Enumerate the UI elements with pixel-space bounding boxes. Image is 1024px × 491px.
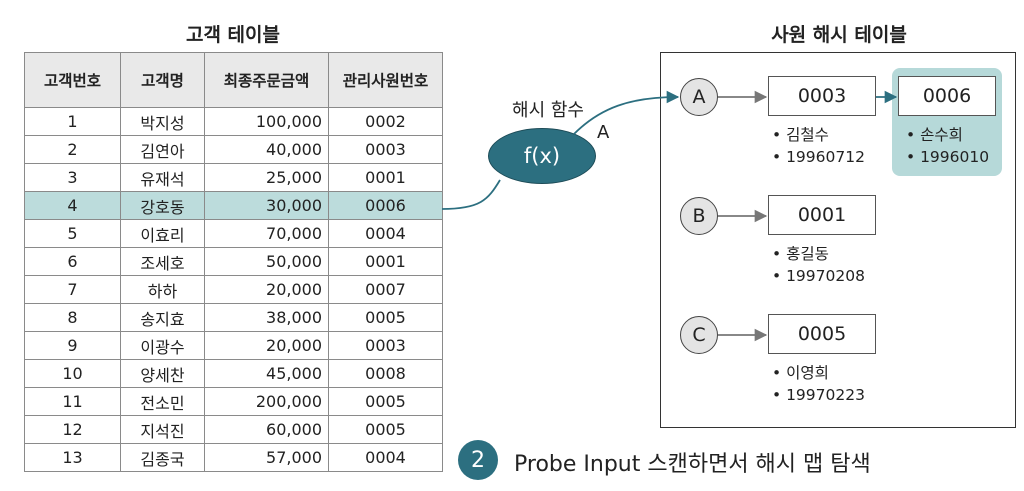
table-cell: 11 — [24, 387, 121, 416]
hash-function-label: 해시 함수 — [512, 100, 584, 121]
bucket-c: C — [680, 316, 718, 354]
table-cell: 200,000 — [204, 387, 329, 416]
table-cell: 유재석 — [120, 163, 205, 192]
table-cell: 0003 — [328, 331, 443, 360]
table-cell: 전소민 — [120, 387, 205, 416]
table-cell: 9 — [24, 331, 121, 360]
hash-to-bucket-arrow — [573, 90, 680, 135]
table-cell: 0004 — [328, 219, 443, 248]
employee-hash-table-title: 사원 해시 테이블 — [771, 24, 907, 46]
column-header: 최종주문금액 — [204, 52, 329, 108]
column-header: 관리사원번호 — [328, 52, 443, 108]
table-cell: 김연아 — [120, 135, 205, 164]
hash-output-label: A — [597, 122, 610, 143]
node-c-1-name: • 이영희 — [772, 364, 829, 382]
table-cell: 100,000 — [204, 107, 329, 136]
node-b-1-info: • 홍길동 • 19970208 — [772, 243, 865, 287]
node-c-1: 0005 — [768, 314, 876, 354]
node-a-2-name: • 손수희 — [906, 126, 963, 144]
node-c-1-info: • 이영희 • 19970223 — [772, 362, 865, 406]
table-cell: 0001 — [328, 247, 443, 276]
table-cell: 0007 — [328, 275, 443, 304]
node-a-1-name: • 김철수 — [772, 126, 829, 144]
step-number-badge: 2 — [458, 440, 498, 480]
table-cell: 10 — [24, 359, 121, 388]
table-cell: 0004 — [328, 443, 443, 472]
table-cell: 이광수 — [120, 331, 205, 360]
table-cell: 45,000 — [204, 359, 329, 388]
node-b-1-date: • 19970208 — [772, 267, 865, 285]
table-cell: 70,000 — [204, 219, 329, 248]
table-cell: 지석진 — [120, 415, 205, 444]
table-cell: 0005 — [328, 387, 443, 416]
node-a-1-date: • 19960712 — [772, 148, 865, 166]
column-header: 고객명 — [120, 52, 205, 108]
table-cell: 57,000 — [204, 443, 329, 472]
table-cell: 30,000 — [204, 191, 329, 220]
step-caption: Probe Input 스캔하면서 해시 맵 탐색 — [514, 452, 871, 477]
row-to-hash-arrow — [441, 179, 501, 210]
table-cell: 김종국 — [120, 443, 205, 472]
node-a-2-info: • 손수희 • 1996010 — [906, 124, 989, 168]
bucket-b: B — [680, 197, 718, 235]
hash-function-ellipse: f(x) — [488, 128, 596, 184]
node-c-1-date: • 19970223 — [772, 386, 865, 404]
table-cell: 13 — [24, 443, 121, 472]
table-cell: 강호동 — [120, 191, 205, 220]
table-cell: 60,000 — [204, 415, 329, 444]
node-b-1-name: • 홍길동 — [772, 245, 829, 263]
table-cell: 1 — [24, 107, 121, 136]
node-a-1-info: • 김철수 • 19960712 — [772, 124, 865, 168]
customer-table-title: 고객 테이블 — [185, 24, 280, 46]
table-cell: 40,000 — [204, 135, 329, 164]
node-b-1: 0001 — [768, 195, 876, 235]
table-cell: 0005 — [328, 415, 443, 444]
bucket-a: A — [680, 78, 718, 116]
node-a-1: 0003 — [768, 76, 876, 116]
node-a-2-date: • 1996010 — [906, 148, 990, 166]
table-cell: 0002 — [328, 107, 443, 136]
table-cell: 0006 — [328, 191, 443, 220]
employee-hash-table-panel — [660, 52, 1016, 428]
table-cell: 25,000 — [204, 163, 329, 192]
node-a-2: 0006 — [898, 76, 996, 116]
table-cell: 12 — [24, 415, 121, 444]
table-cell: 박지성 — [120, 107, 205, 136]
